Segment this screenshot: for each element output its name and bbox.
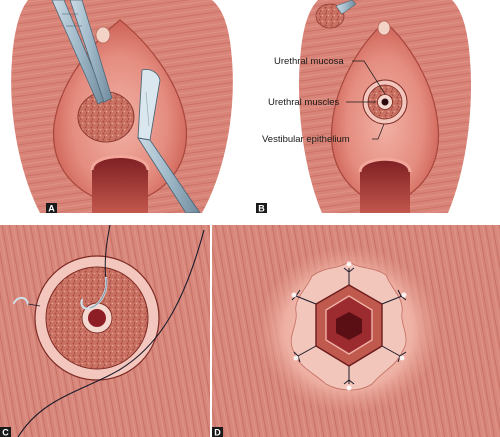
stitch-highlights (291, 261, 407, 391)
panel-a-label-box (46, 203, 57, 213)
suture-knots (291, 267, 407, 385)
panel-b (256, 0, 500, 213)
panel-d-letter: D (214, 428, 221, 437)
vaginal-canal-a (92, 156, 148, 213)
callout-line-epithelium (372, 123, 385, 140)
panel-b-letter: B (258, 204, 265, 214)
scalpel-icon (137, 69, 201, 213)
panel-a-letter: A (48, 204, 55, 214)
panel-d (212, 225, 500, 437)
excised-tissue-icon (315, 0, 357, 29)
clitoris-a (95, 26, 111, 44)
forceps-icon (51, 0, 113, 105)
suture-thread-long (17, 229, 205, 437)
vaginal-canal-b (360, 159, 410, 213)
urethral-lumen-c (88, 309, 106, 327)
urethral-lumen (381, 98, 389, 106)
suture-thread-needle (104, 225, 111, 281)
needle-icon-left (13, 296, 29, 305)
panel-a (0, 0, 244, 213)
label-urethral-mucosa: Urethral mucosa (274, 56, 344, 67)
panel-b-label-box (256, 203, 267, 213)
panel-d-label-box (212, 427, 223, 437)
label-vestibular-epithelium: Vestibular epithelium (262, 134, 350, 145)
panel-c-label-box (0, 427, 11, 437)
callout-line-mucosa (352, 60, 386, 95)
clitoris-b (377, 20, 391, 36)
panel-c-letter: C (2, 428, 9, 437)
urethral-lumen-d (336, 312, 362, 340)
label-urethral-muscles: Urethral muscles (268, 97, 340, 108)
panel-c (0, 225, 210, 437)
